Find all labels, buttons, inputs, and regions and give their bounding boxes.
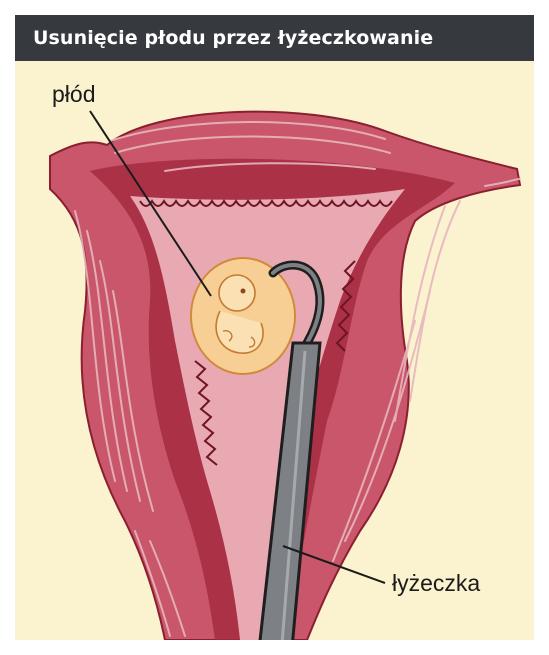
figure-title: Usunięcie płodu przez łyżeczkowanie: [15, 15, 534, 61]
curette-label: łyżeczka: [392, 570, 480, 597]
fetus-head: [219, 275, 255, 311]
illustration-panel: [15, 61, 534, 640]
fetus: [191, 258, 295, 374]
fetus-eye: [241, 289, 246, 294]
uterus-illustration: [15, 61, 534, 640]
fetus-label: płód: [52, 81, 95, 108]
